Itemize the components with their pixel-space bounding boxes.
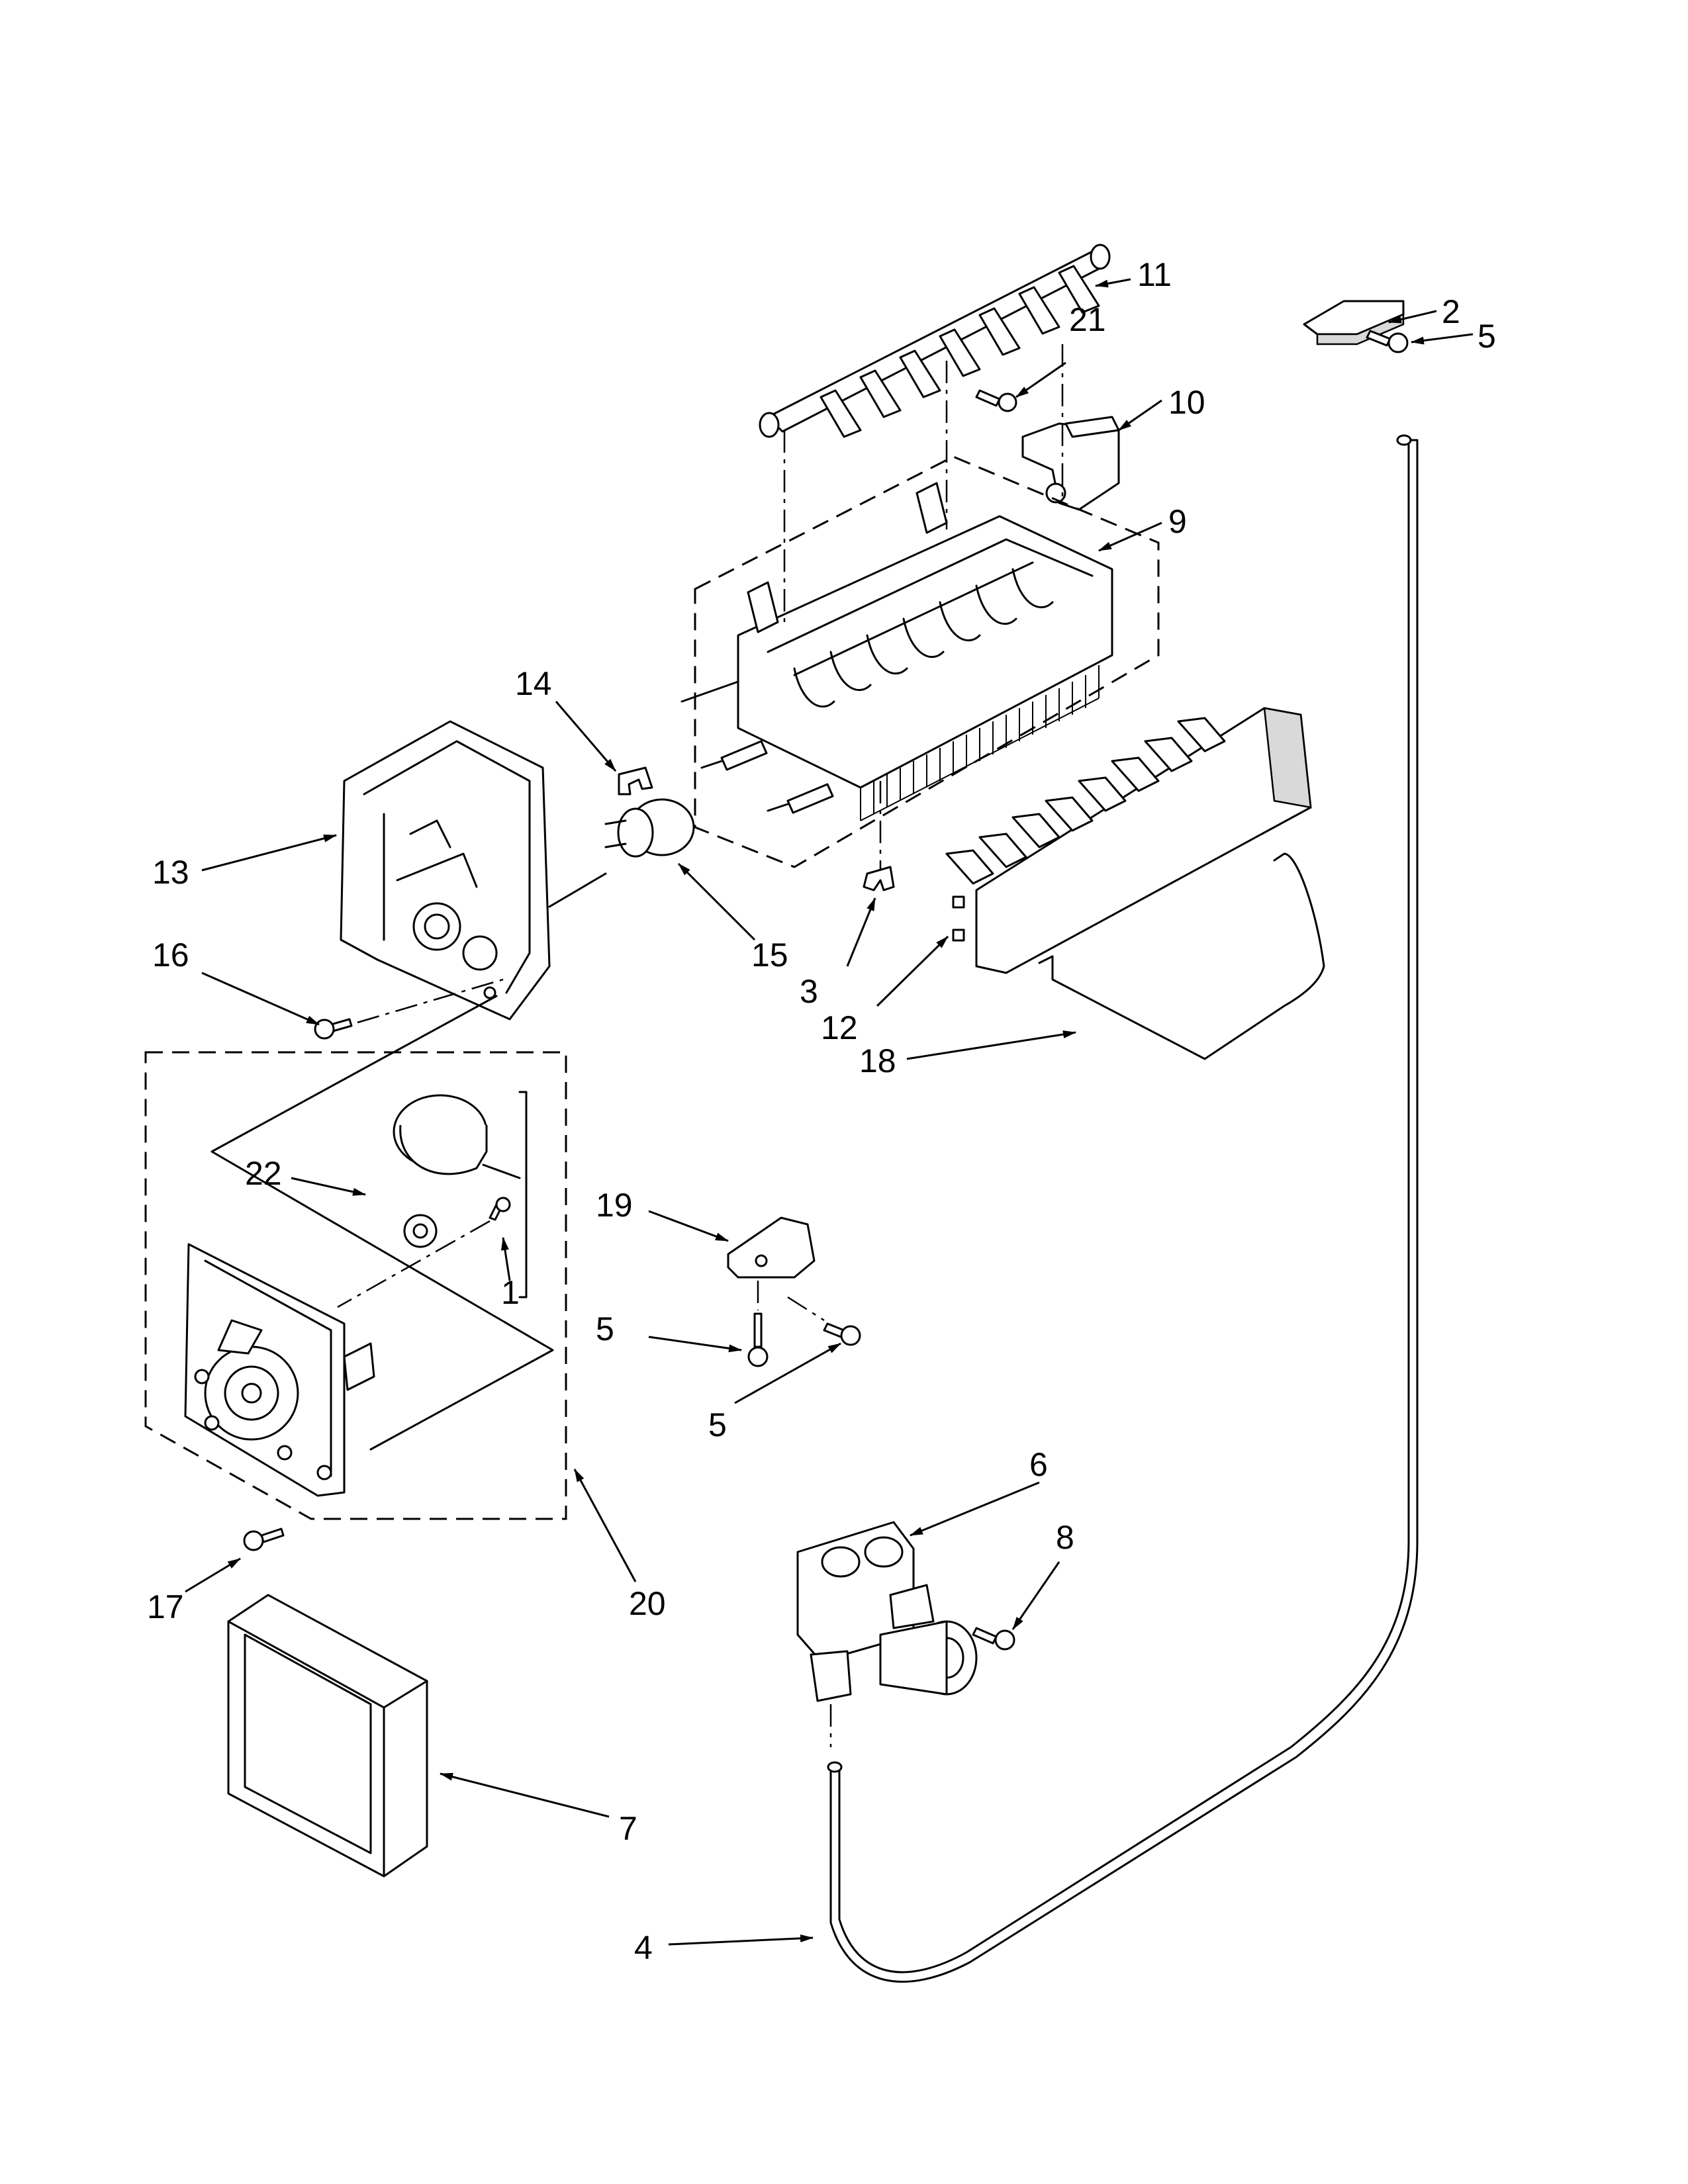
callout-17: 17 [147,1588,184,1625]
callout-12: 12 [821,1009,858,1046]
callout-21: 21 [1069,301,1106,338]
callout-14: 14 [515,665,552,702]
screw-icon [489,1197,511,1221]
callout-7: 7 [619,1810,637,1847]
module-dashed-boundary [144,1051,567,1520]
callout-5-top: 5 [1477,318,1496,355]
mold-dashed-boundary [694,455,1160,868]
screw-icon [747,1312,769,1367]
screw-icon [972,1627,1015,1651]
screw-icon [975,389,1017,412]
callout-5-lower: 5 [708,1406,727,1443]
control-module [184,1243,375,1497]
callout-15: 15 [751,936,788,974]
callout-labels: 1 2 3 4 5 5 5 6 7 8 9 10 11 12 13 14 15 … [147,256,1496,1966]
callout-16: 16 [152,936,189,974]
valve-shield [727,1216,816,1279]
fill-cup-bracket [1303,300,1405,345]
callout-9: 9 [1168,503,1187,540]
screw-icon [243,1527,285,1551]
alignment-line [787,1296,825,1322]
water-tube [827,434,1419,1983]
shut-off-arm [1038,852,1325,1060]
callout-1: 1 [501,1274,520,1311]
wire-lead [211,995,554,1451]
ice-stripper [945,707,1312,974]
callout-19: 19 [596,1187,633,1224]
thermostat-clip [863,866,895,891]
screw-icon [1366,330,1409,353]
thermostat-clip [618,766,653,796]
drive-motor [393,1091,528,1298]
alignment-line [357,978,504,1024]
alignment-line [337,1220,491,1308]
ice-mold [680,482,1113,821]
callout-13: 13 [152,854,189,891]
callout-6: 6 [1029,1446,1048,1483]
callout-2: 2 [1442,293,1460,330]
stripper-bracket [1021,416,1120,511]
screw-icon [314,1018,353,1040]
callout-3: 3 [800,973,818,1010]
screw-icon [823,1322,861,1346]
callout-8: 8 [1056,1519,1074,1556]
callout-10: 10 [1168,384,1205,421]
callout-22: 22 [245,1155,282,1192]
water-valve [796,1521,978,1702]
wire-lead [548,872,607,908]
callout-20: 20 [629,1585,666,1622]
callout-4: 4 [634,1929,653,1966]
thermostat [604,798,695,858]
leader-lines [185,278,1474,1946]
callout-5-left: 5 [596,1310,614,1347]
ice-maker-housing [340,720,551,1021]
ejector-shaft [759,244,1111,438]
callout-11: 11 [1137,256,1172,293]
module-cover [227,1594,428,1878]
callout-18: 18 [859,1042,896,1079]
